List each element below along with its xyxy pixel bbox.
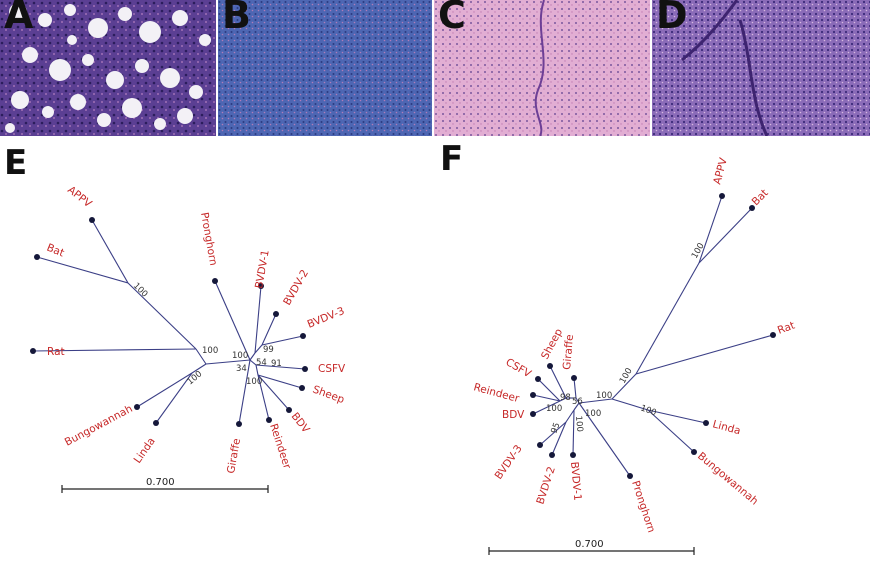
tree-f-taxon-csfv: CSFV [504, 356, 534, 380]
panel-a-micrograph: A [0, 0, 216, 136]
tree-f-taxon-reindeer: Reindeer [472, 381, 521, 405]
tree-f-taxon-bvdv2: BVDV-2 [534, 465, 557, 506]
tree-e-taxon-reindeer: Reindeer [267, 422, 293, 471]
tree-e-taxon-bvdv1: BVDV-1 [253, 249, 272, 290]
tree-f-taxon-linda: Linda [711, 418, 742, 437]
tree-e-taxon-linda: Linda [132, 435, 158, 465]
tree-e-taxon-csfv: CSFV [318, 363, 346, 375]
tree-f-taxon-appv: APPV [711, 156, 730, 186]
tree-e-taxon-bungowannah: Bungowannah [63, 403, 135, 449]
tree-e-bootstrap: 100 [131, 281, 150, 300]
tree-e-bootstrap: 100 [246, 377, 262, 387]
tree-f-bootstrap: 98 [560, 393, 571, 403]
panel-d-label: D [656, 0, 688, 34]
tree-e-taxon-bvdv3: BVDV-3 [306, 305, 347, 331]
tree-e-taxon-appv: APPV [65, 184, 94, 211]
tree-f-taxon-bat: Bat [750, 187, 771, 208]
tree-e-bootstrap: 91 [271, 359, 282, 369]
tree-f-scale-label: 0.700 [575, 539, 604, 550]
tree-f-taxon-bdv: BDV [502, 409, 525, 421]
tree-f-taxon-bvdv3: BVDV-3 [493, 443, 525, 482]
panel-c-label: C [438, 0, 466, 34]
phylogenetic-tree-f: APPV Bat Rat Linda Bungowannah Pronghorn… [438, 144, 868, 564]
tree-f-taxon-rat: Rat [776, 320, 797, 337]
tree-e-bootstrap: 100 [232, 351, 248, 361]
panel-c-image [434, 0, 650, 136]
tree-f-taxon-giraffe: Giraffe [561, 334, 576, 370]
tree-e-taxon-rat: Rat [47, 346, 65, 358]
panel-b-micrograph: B [218, 0, 432, 136]
tree-f-taxon-bungowannah: Bungowannah [695, 450, 760, 507]
tree-f-bootstrap: 100 [639, 403, 658, 418]
tree-f-bootstrap: 100 [573, 415, 584, 432]
tree-e-taxon-sheep: Sheep [311, 384, 346, 407]
tree-e-scale-label: 0.700 [146, 477, 175, 488]
tree-f-bootstrap: 100 [585, 409, 601, 419]
tree-e-taxon-giraffe: Giraffe [225, 437, 243, 474]
phylogenetic-tree-e: APPV Bat Rat Bungowannah Linda Pronghorn… [0, 144, 435, 564]
tree-e-taxon-pronghorn: Pronghorn [198, 211, 219, 266]
tree-f-bootstrap: 100 [596, 391, 612, 401]
tree-e-taxon-bvdv2: BVDV-2 [281, 268, 311, 308]
tree-f-bootstrap: 100 [546, 404, 562, 414]
tree-e-taxon-bat: Bat [45, 242, 66, 260]
panel-d-micrograph: D [652, 0, 870, 136]
tree-f-taxon-pronghorn: Pronghorn [629, 479, 657, 534]
tree-f-bootstrap: 100 [618, 366, 635, 385]
tree-f-bootstrap: 56 [572, 397, 583, 407]
tree-e-bootstrap: 100 [202, 346, 218, 356]
tree-e-bootstrap: 54 [256, 358, 267, 368]
tree-f-bootstrap: 95 [549, 421, 562, 435]
tree-e-bootstrap: 100 [186, 369, 205, 387]
tree-e-bootstrap: 99 [263, 345, 274, 355]
tree-f-taxon-bvdv1: BVDV-1 [568, 461, 583, 501]
panel-a-label: A [4, 0, 33, 34]
tree-e-taxon-bdv: BDV [289, 410, 313, 436]
panel-c-micrograph: C [434, 0, 650, 136]
panel-b-label: B [222, 0, 251, 34]
tree-e-bootstrap: 34 [236, 364, 247, 374]
